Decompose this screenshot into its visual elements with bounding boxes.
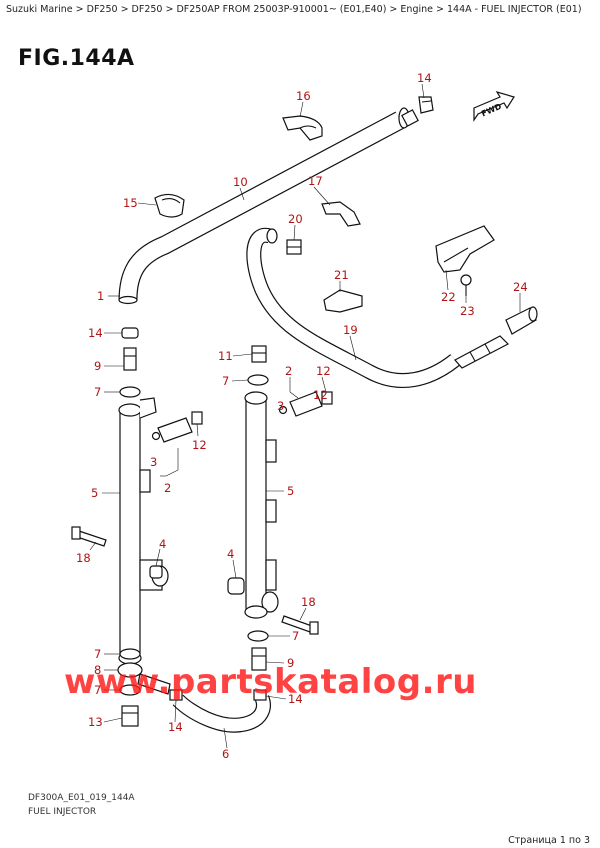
callout-numbers: 14 16 10 15 17 20 1 14 21 19 22 23 24 11…	[76, 71, 528, 761]
bolt-18-right	[281, 615, 319, 635]
callout-14-bottom-left: 14	[168, 720, 183, 734]
callout-9-left: 9	[94, 359, 101, 373]
bracket-22	[435, 225, 495, 273]
callout-15: 15	[123, 196, 138, 210]
fuel-hose-19	[246, 227, 510, 388]
injector-right	[278, 391, 333, 417]
callout-14-top: 14	[417, 71, 432, 85]
callout-20: 20	[288, 212, 303, 226]
callout-7-bottom-left: 7	[94, 683, 101, 697]
callout-9-right: 9	[287, 656, 294, 670]
callout-16: 16	[296, 89, 311, 103]
fitting-9-right	[251, 647, 267, 671]
callout-12-right: 12	[313, 388, 328, 402]
footer-code: DF300A_E01_019_144A	[28, 793, 135, 803]
spacer-4-right	[227, 577, 245, 595]
callout-4-left: 4	[159, 537, 166, 551]
fwd-arrow-icon: FWD	[473, 90, 515, 122]
callout-14-left: 14	[88, 326, 103, 340]
callout-2-right: 2	[285, 364, 292, 378]
figure-title: FIG.144A	[18, 46, 135, 71]
callout-19: 19	[343, 323, 358, 337]
leader-lines	[89, 83, 521, 749]
fitting-8	[117, 662, 171, 695]
callout-4-right: 4	[227, 547, 234, 561]
clip-15	[154, 193, 185, 218]
callout-18-right: 18	[301, 595, 316, 609]
callout-3-left: 3	[150, 455, 157, 469]
clip-14-top	[418, 96, 434, 114]
callout-3-right: 3	[277, 399, 284, 413]
callout-1: 1	[97, 289, 104, 303]
clip-14-bottom-right	[253, 689, 267, 701]
callout-10: 10	[233, 175, 248, 189]
clip-21	[323, 289, 363, 313]
callout-17: 17	[308, 174, 323, 188]
watermark: www.partskatalog.ru	[64, 662, 478, 702]
callout-2-left: 2	[164, 481, 171, 495]
callout-5-right: 5	[287, 484, 294, 498]
callout-7-lower-left: 7	[94, 647, 101, 661]
callout-22: 22	[441, 290, 456, 304]
clip-14-left	[121, 327, 139, 339]
oring-7-lower-right	[247, 630, 269, 642]
callout-6: 6	[222, 747, 229, 761]
fuel-rail-5-right	[244, 391, 279, 619]
callout-5-left: 5	[91, 486, 98, 500]
fuel-hose-10	[118, 107, 419, 305]
callout-13: 13	[88, 715, 103, 729]
callout-12-left: 12	[192, 438, 207, 452]
clamp-20	[286, 239, 302, 255]
pipe-24	[505, 306, 538, 335]
callout-7-upper-left: 7	[94, 385, 101, 399]
oring-7-upper-right	[247, 374, 269, 386]
callout-7-upper-right: 7	[222, 374, 229, 388]
callout-7-lower-right: 7	[292, 629, 299, 643]
oring-7-upper-left	[119, 386, 141, 398]
callout-11: 11	[218, 349, 233, 363]
plug-13	[121, 705, 139, 727]
bolt-23	[460, 274, 472, 296]
footer-name: FUEL INJECTOR	[28, 807, 97, 817]
breadcrumb[interactable]: Suzuki Marine > DF250 > DF250 > DF250AP …	[6, 4, 582, 15]
bolt-18-left	[71, 526, 107, 547]
callout-14-bottom-right: 14	[288, 692, 303, 706]
fitting-11	[251, 345, 267, 363]
page-info: Страница 1 по 3	[508, 835, 590, 846]
clip-17	[321, 201, 361, 227]
clip-16	[282, 115, 323, 141]
callout-21: 21	[334, 268, 349, 282]
fitting-9-left	[123, 347, 137, 371]
callout-12-right-top: 12	[316, 364, 331, 378]
callout-24: 24	[513, 280, 528, 294]
oring-7-lower-left	[119, 648, 141, 660]
fuel-rail-5-left	[118, 397, 169, 665]
callout-8: 8	[94, 663, 101, 677]
callout-18-left: 18	[76, 551, 91, 565]
spacer-4-left	[149, 565, 163, 579]
injector-left	[151, 411, 203, 443]
callout-23: 23	[460, 304, 475, 318]
fuel-hose-6	[172, 694, 271, 733]
